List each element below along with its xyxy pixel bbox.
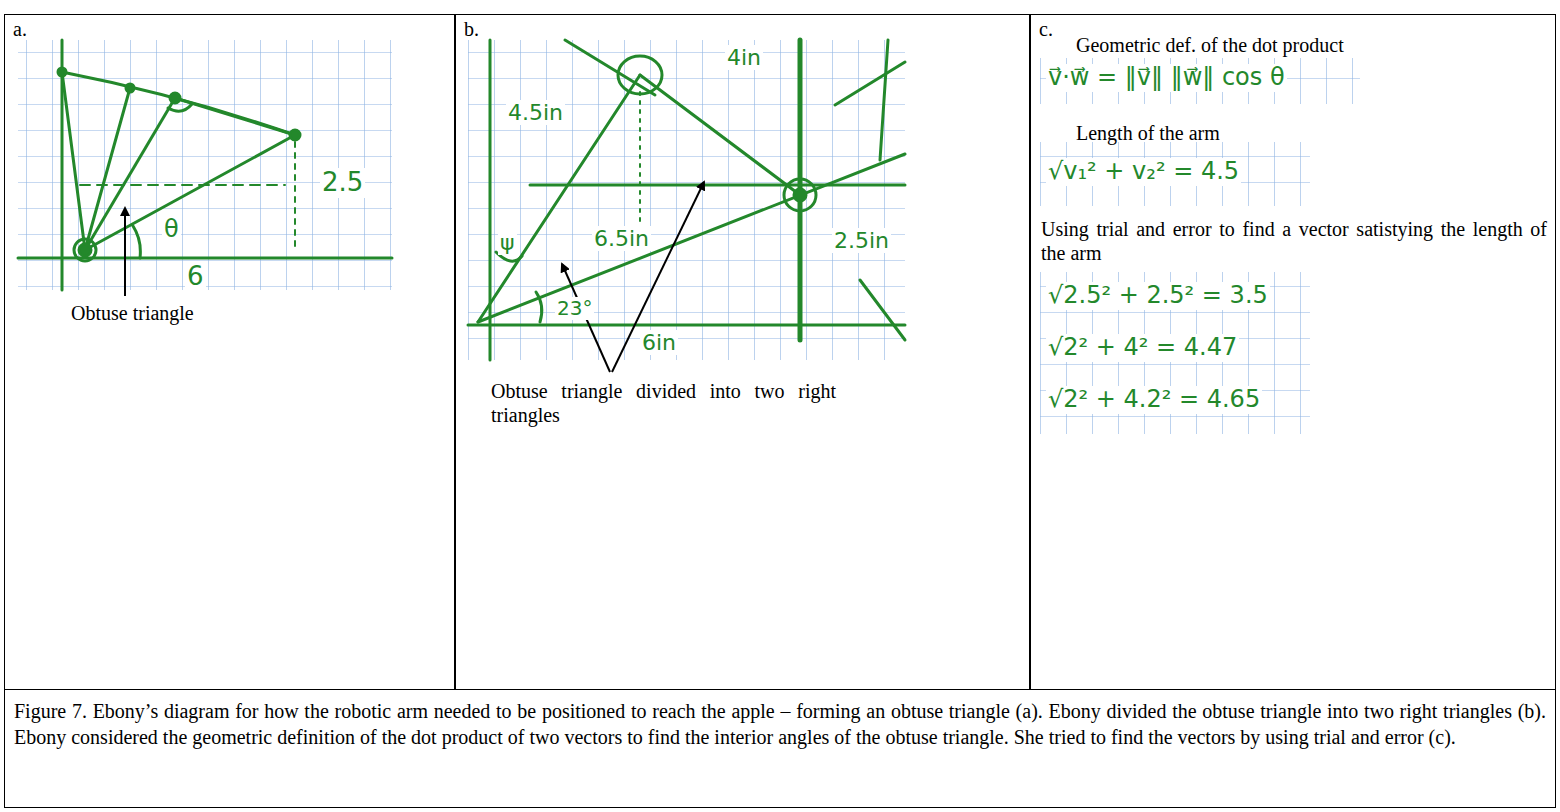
sketch-line xyxy=(565,40,655,95)
sketch-circle xyxy=(794,189,806,201)
handwritten-label: 4in xyxy=(725,45,763,70)
panel-cell: a. Obtuse triangle xyxy=(4,14,455,690)
sketch-line xyxy=(489,40,492,360)
sketch-circle xyxy=(170,93,180,103)
sketch-line xyxy=(835,62,905,105)
handwritten-formula: v⃗·w⃗ = ‖v⃗‖ ‖w⃗‖ cos θ xyxy=(1046,64,1287,92)
sketch-circle xyxy=(79,244,91,256)
sketch-line xyxy=(478,154,905,322)
handwritten-formula: √2.5² + 2.5² = 3.5 xyxy=(1046,282,1270,310)
sketch-a xyxy=(18,40,392,290)
sketch-line xyxy=(478,75,640,322)
handwritten-label: 6in xyxy=(640,330,678,355)
sketch-path xyxy=(62,72,295,135)
panel-note: Geometric def. of the dot product xyxy=(1076,33,1344,57)
handwritten-label: θ xyxy=(162,216,181,244)
sketch-b xyxy=(468,40,905,360)
panel-note: Using trial and error to find a vector s… xyxy=(1041,217,1547,265)
sketch-rect xyxy=(468,40,905,360)
sketch-circle xyxy=(126,84,134,92)
panel-letter: a. xyxy=(13,17,27,41)
sketch-path xyxy=(536,292,542,322)
handwritten-formula: √2² + 4² = 4.47 xyxy=(1046,334,1239,362)
panel-letter: c. xyxy=(1039,17,1053,41)
sketch-line xyxy=(85,88,130,250)
sketch-path xyxy=(133,226,140,258)
handwritten-label: ψ xyxy=(498,230,517,255)
sketch-rect xyxy=(1040,142,1310,206)
sketch-line xyxy=(18,257,392,260)
sketch-line xyxy=(468,324,905,327)
sketch-circle xyxy=(58,68,66,76)
sketch-line xyxy=(530,184,905,187)
sketch-line xyxy=(62,72,85,250)
handwritten-formula: √v₁² + v₂² = 4.5 xyxy=(1046,158,1241,186)
panel-note: Length of the arm xyxy=(1076,121,1220,145)
panel-note: Obtuse triangle divided into two right t… xyxy=(491,379,836,427)
sketch-rect xyxy=(1040,272,1310,434)
handwritten-label: 6 xyxy=(185,262,206,292)
sketch-path xyxy=(168,104,192,111)
sketch-rect xyxy=(1040,58,1360,104)
handwritten-label: 2.5 xyxy=(320,168,365,198)
sketch-line xyxy=(880,40,888,160)
sketch-line xyxy=(294,142,296,252)
sketch-line xyxy=(640,75,800,195)
handwritten-formula: √2² + 4.2² = 4.65 xyxy=(1046,386,1262,414)
panel-letter: b. xyxy=(464,17,479,41)
sketch-circle xyxy=(74,239,96,261)
sketch-ellipse xyxy=(618,56,662,94)
sketch-rect xyxy=(18,40,392,290)
sketch-line xyxy=(860,280,905,340)
leader-arrow xyxy=(612,182,704,372)
sketch-line xyxy=(85,135,295,250)
handwritten-label: 23° xyxy=(555,297,594,320)
sketch-line xyxy=(80,184,285,186)
sketch-circle xyxy=(290,130,300,140)
sketch-line xyxy=(639,92,641,240)
handwritten-label: 4.5in xyxy=(506,100,565,125)
handwritten-label: 6.5in xyxy=(592,226,651,251)
leader-arrow xyxy=(124,208,126,296)
panel-note: Obtuse triangle xyxy=(71,301,291,325)
handwritten-label: 2.5in xyxy=(832,228,891,253)
figure-caption: Figure 7. Ebony’s diagram for how the ro… xyxy=(4,689,1556,808)
sketch-circle xyxy=(784,179,816,211)
